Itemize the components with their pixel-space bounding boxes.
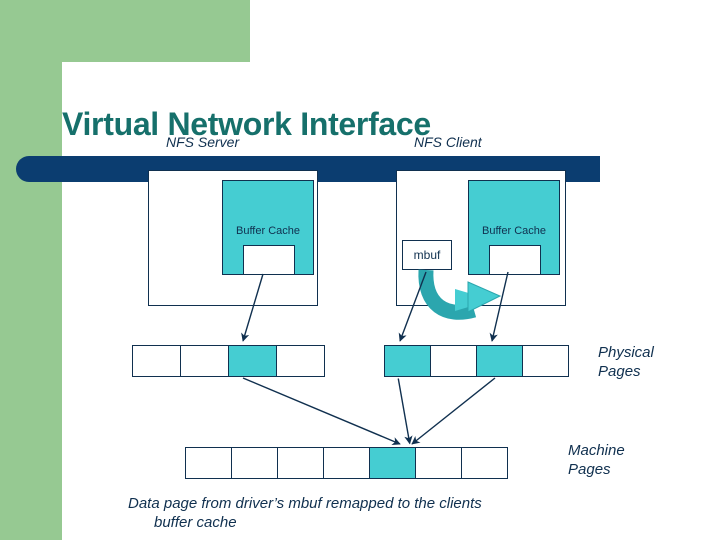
- nfs-server-label: NFS Server: [166, 134, 240, 150]
- page-cell: [415, 447, 462, 479]
- page-cell: [228, 345, 277, 377]
- machine-pages-label-line2: Pages: [568, 461, 611, 478]
- page-cell: [185, 447, 232, 479]
- caption-line-2: buffer cache: [154, 514, 237, 531]
- page-cell: [132, 345, 181, 377]
- machine-pages-label: Machine Pages: [568, 441, 625, 479]
- physical-pages-label-line2: Pages: [598, 363, 641, 380]
- client-mbuf-box: mbuf: [402, 240, 452, 270]
- nfs-client-label: NFS Client: [414, 134, 482, 150]
- client-cache-page-slot: [489, 245, 541, 275]
- server-cache-page-slot: [243, 245, 295, 275]
- server-physical-pages: [132, 345, 325, 377]
- physical-pages-label: Physical Pages: [598, 343, 654, 381]
- page-cell: [461, 447, 508, 479]
- top-green-block: [0, 0, 250, 62]
- page-cell: [369, 447, 416, 479]
- page-cell: [430, 345, 477, 377]
- page-cell: [522, 345, 569, 377]
- left-green-band: [0, 0, 62, 540]
- page-cell: [180, 345, 229, 377]
- caption-line-1: Data page from driver’s mbuf remapped to…: [128, 495, 482, 512]
- arrow-client-physical-left-to-machine: [397, 378, 413, 445]
- diagram-caption: Data page from driver’s mbuf remapped to…: [128, 494, 482, 532]
- page-title: Virtual Network Interface: [62, 106, 431, 142]
- page-cell: [323, 447, 370, 479]
- server-buffer-cache: Buffer Cache: [222, 180, 314, 275]
- client-physical-pages: [384, 345, 569, 377]
- physical-pages-label-line1: Physical: [598, 344, 654, 361]
- client-buffer-cache: Buffer Cache: [468, 180, 560, 275]
- page-cell: [277, 447, 324, 479]
- machine-pages-strip: [185, 447, 508, 479]
- page-cell: [276, 345, 325, 377]
- page-cell: [231, 447, 278, 479]
- page-cell: [476, 345, 523, 377]
- machine-pages-label-line1: Machine: [568, 442, 625, 459]
- client-buffer-cache-label: Buffer Cache: [481, 225, 546, 237]
- arrow-client-physical-right-to-machine: [411, 377, 496, 445]
- page-cell: [384, 345, 431, 377]
- server-buffer-cache-label: Buffer Cache: [235, 225, 300, 237]
- arrow-server-physical-to-machine: [242, 377, 401, 445]
